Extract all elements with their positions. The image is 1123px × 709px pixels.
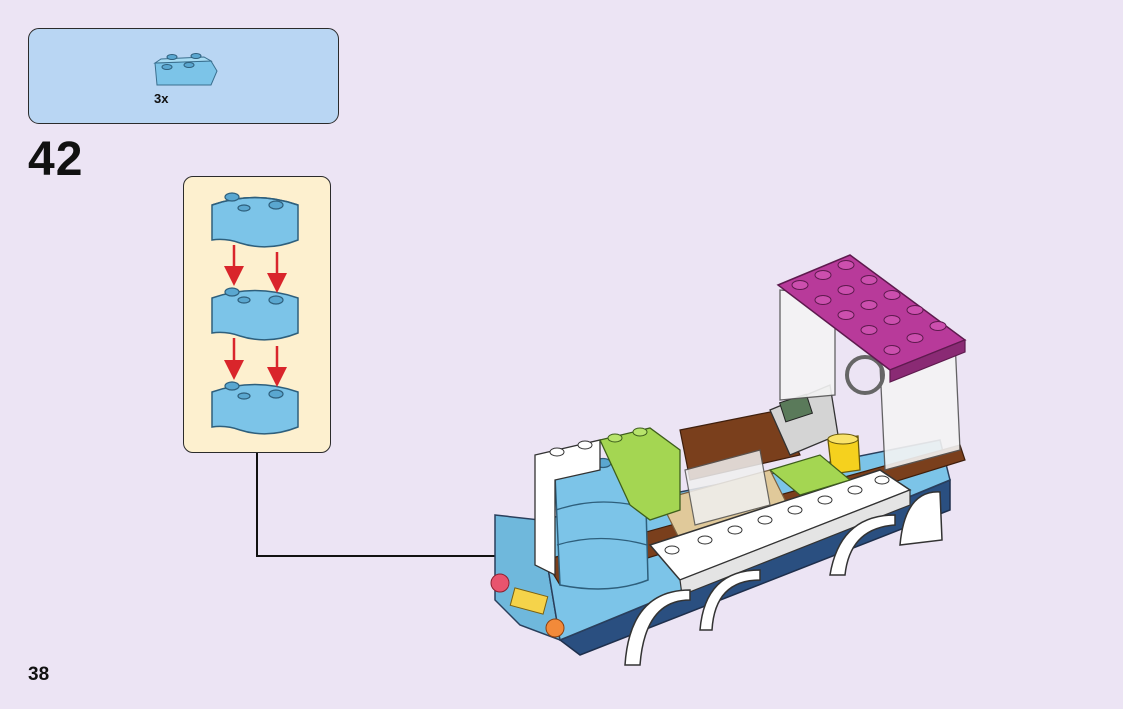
part-quantity: 3x bbox=[154, 91, 169, 106]
food-truck-model bbox=[490, 254, 967, 666]
parts-list-panel: 3x bbox=[28, 28, 339, 124]
curved-brick-icon bbox=[153, 53, 218, 86]
subassembly-bricks bbox=[211, 192, 299, 435]
assembly-arrows bbox=[224, 245, 287, 387]
callout-connector bbox=[256, 453, 550, 557]
step-number: 42 bbox=[28, 133, 84, 186]
page-number: 38 bbox=[28, 664, 50, 685]
